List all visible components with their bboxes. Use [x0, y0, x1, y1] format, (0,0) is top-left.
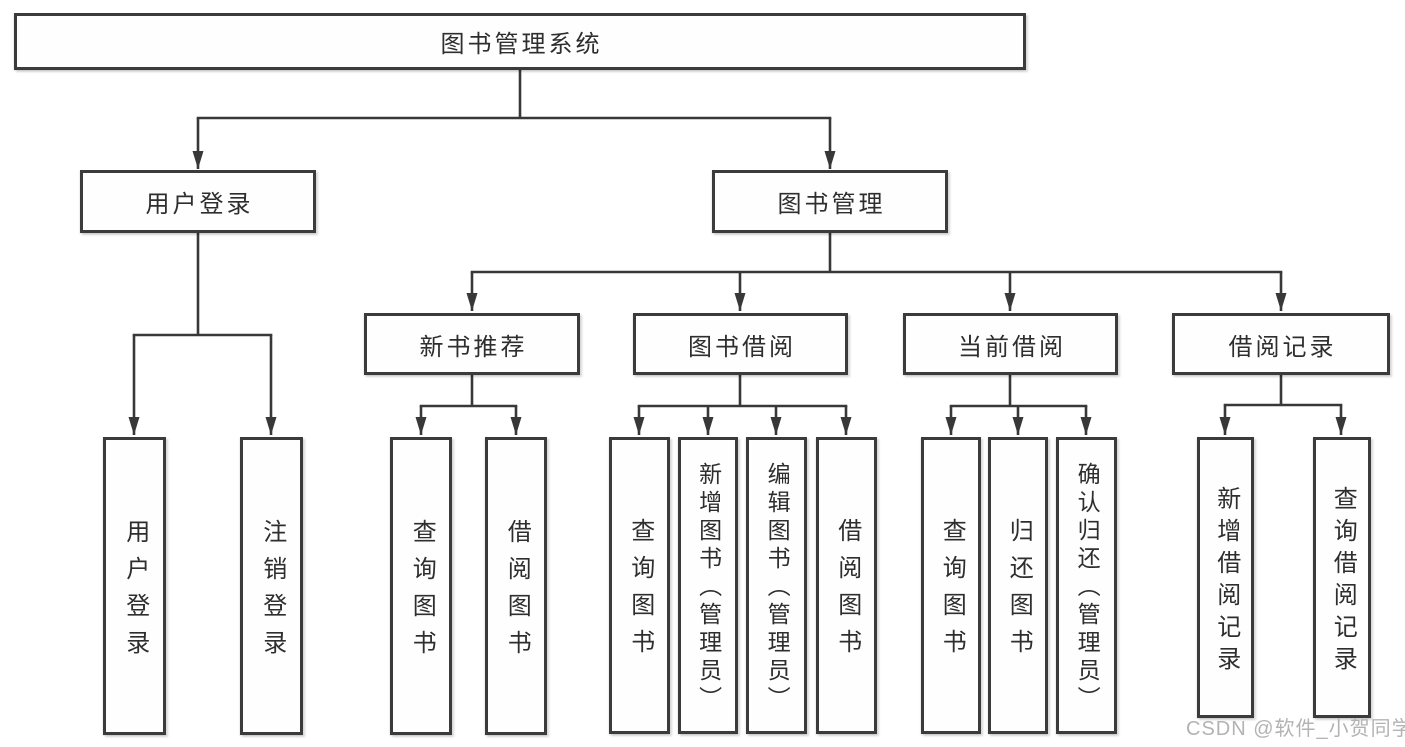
connector-user-login-children	[128, 233, 277, 435]
leaf-record-add-record: 新增借阅记录	[1197, 437, 1254, 718]
leaf-borrow-query-books: 查询图书	[609, 437, 670, 734]
leaf-recommend-query-books-label: 查询图书	[408, 518, 436, 667]
connector-current-borrow-children	[945, 375, 1092, 435]
leaf-current-confirm-return-admin: 确认归还（管理员）	[1056, 437, 1117, 734]
leaf-borrow-add-books-admin: 新增图书（管理员）	[678, 437, 738, 734]
node-root: 图书管理系统	[14, 13, 1026, 70]
node-borrow-record-label: 借阅记录	[1228, 333, 1337, 361]
connector-new-book-recommend-children	[415, 375, 522, 435]
leaf-current-return-books-label: 归还图书	[1005, 518, 1033, 666]
node-book-management-label: 图书管理	[777, 191, 886, 218]
node-current-borrow: 当前借阅	[903, 313, 1118, 375]
node-book-management: 图书管理	[712, 170, 948, 233]
leaf-logout-login-label: 注销登录	[258, 518, 286, 667]
node-borrow-record: 借阅记录	[1172, 313, 1390, 375]
leaf-borrow-edit-books-admin-label: 编辑图书（管理员）	[764, 462, 791, 714]
leaf-borrow-edit-books-admin: 编辑图书（管理员）	[746, 437, 807, 734]
leaf-logout-login: 注销登录	[240, 437, 303, 735]
node-new-book-recommend-label: 新书推荐	[419, 333, 528, 361]
leaf-borrow-add-books-admin-label: 新增图书（管理员）	[695, 462, 722, 714]
connector-book-borrow-children	[633, 375, 852, 435]
leaf-recommend-borrow-books-label: 借阅图书	[503, 518, 531, 667]
leaf-current-confirm-return-admin-label: 确认归还（管理员）	[1074, 462, 1101, 714]
leaf-current-query-books-label: 查询图书	[938, 518, 966, 666]
node-book-borrow: 图书借阅	[633, 313, 848, 375]
leaf-borrow-query-books-label: 查询图书	[626, 518, 654, 666]
leaf-record-add-record-label: 新增借阅记录	[1212, 485, 1240, 678]
node-root-label: 图书管理系统	[440, 31, 603, 58]
watermark: CSDN @软件_小贺同学	[1186, 718, 1405, 740]
connector-root-to-level2	[192, 70, 836, 169]
node-book-borrow-label: 图书借阅	[688, 333, 796, 361]
leaf-user-login-label: 用户登录	[121, 518, 149, 667]
node-user-login-label: 用户登录	[145, 191, 254, 218]
connector-borrow-record-children	[1219, 375, 1347, 435]
leaf-recommend-query-books: 查询图书	[390, 437, 452, 735]
leaf-current-query-books: 查询图书	[921, 437, 981, 734]
connector-book-management-children	[466, 233, 1287, 311]
leaf-borrow-borrow-books-label: 借阅图书	[833, 518, 861, 666]
leaf-current-return-books: 归还图书	[988, 437, 1048, 734]
node-current-borrow-label: 当前借阅	[958, 333, 1066, 361]
node-new-book-recommend: 新书推荐	[364, 313, 580, 375]
node-user-login: 用户登录	[80, 170, 316, 233]
leaf-record-query-record: 查询借阅记录	[1313, 437, 1371, 718]
leaf-record-query-record-label: 查询借阅记录	[1329, 485, 1357, 678]
leaf-borrow-borrow-books: 借阅图书	[816, 437, 877, 734]
leaf-recommend-borrow-books: 借阅图书	[485, 437, 547, 735]
leaf-user-login: 用户登录	[103, 437, 166, 735]
